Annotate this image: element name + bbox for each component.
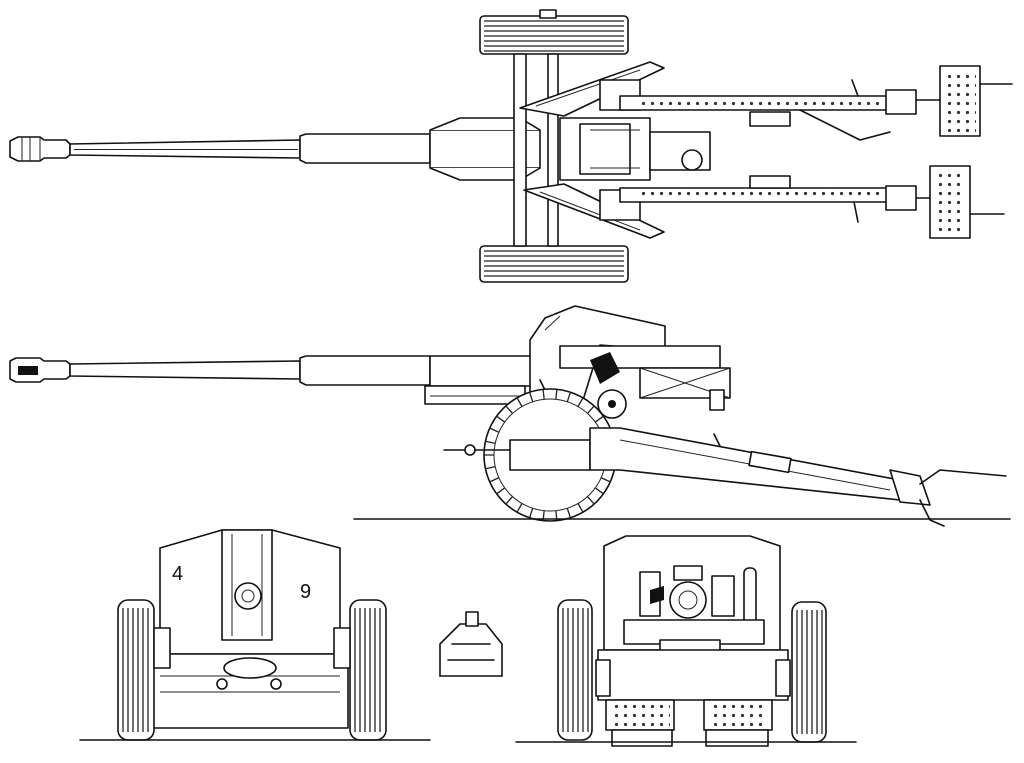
rear-wheel-left — [557, 599, 593, 741]
tread-line — [485, 440, 496, 444]
tread-line — [566, 392, 572, 402]
tread-line — [516, 397, 523, 407]
rear-wheel-right — [791, 601, 827, 743]
top-shield — [519, 61, 665, 239]
tread-line — [485, 466, 496, 470]
tread-line — [586, 496, 595, 505]
tread-line — [516, 503, 523, 513]
shield-marking-left: 4 — [172, 563, 183, 585]
tread-line — [505, 496, 514, 505]
top-barrel — [9, 117, 541, 181]
front-muzzle — [234, 582, 262, 610]
tread-line — [566, 508, 572, 518]
side-mechanism — [539, 345, 731, 429]
tread-line — [577, 397, 584, 407]
front-view: 4 9 — [79, 529, 431, 741]
side-wheel — [443, 388, 617, 522]
tread-line — [594, 487, 604, 495]
front-wheel-right — [349, 599, 387, 741]
front-wheel-left — [117, 599, 155, 741]
top-wheel-upper — [479, 9, 629, 55]
side-trail — [589, 427, 1007, 527]
tread-line — [489, 477, 500, 483]
top-trail-lower — [619, 165, 1005, 239]
shield-marking-right: 9 — [300, 581, 311, 603]
tread-line — [600, 477, 611, 483]
top-trail-upper — [619, 65, 1013, 141]
tread-line — [496, 487, 506, 495]
top-wheel-lower — [479, 245, 629, 283]
tread-line — [528, 392, 534, 402]
top-view — [9, 9, 1013, 283]
top-axle — [513, 53, 527, 247]
tread-line — [489, 427, 500, 433]
spade-detail-view — [439, 611, 503, 677]
tread-line — [555, 389, 558, 400]
tread-line — [542, 389, 545, 400]
tread-line — [594, 415, 604, 423]
rear-trail-ends — [605, 699, 773, 747]
top-mechanism — [559, 79, 711, 221]
tread-line — [496, 415, 506, 423]
rear-view — [515, 535, 857, 747]
tread-line — [528, 508, 534, 518]
tread-line — [577, 503, 584, 513]
tread-line — [505, 405, 514, 414]
side-shield — [529, 305, 666, 411]
side-barrel — [9, 355, 541, 405]
tread-line — [586, 405, 595, 414]
side-view — [9, 305, 1011, 527]
